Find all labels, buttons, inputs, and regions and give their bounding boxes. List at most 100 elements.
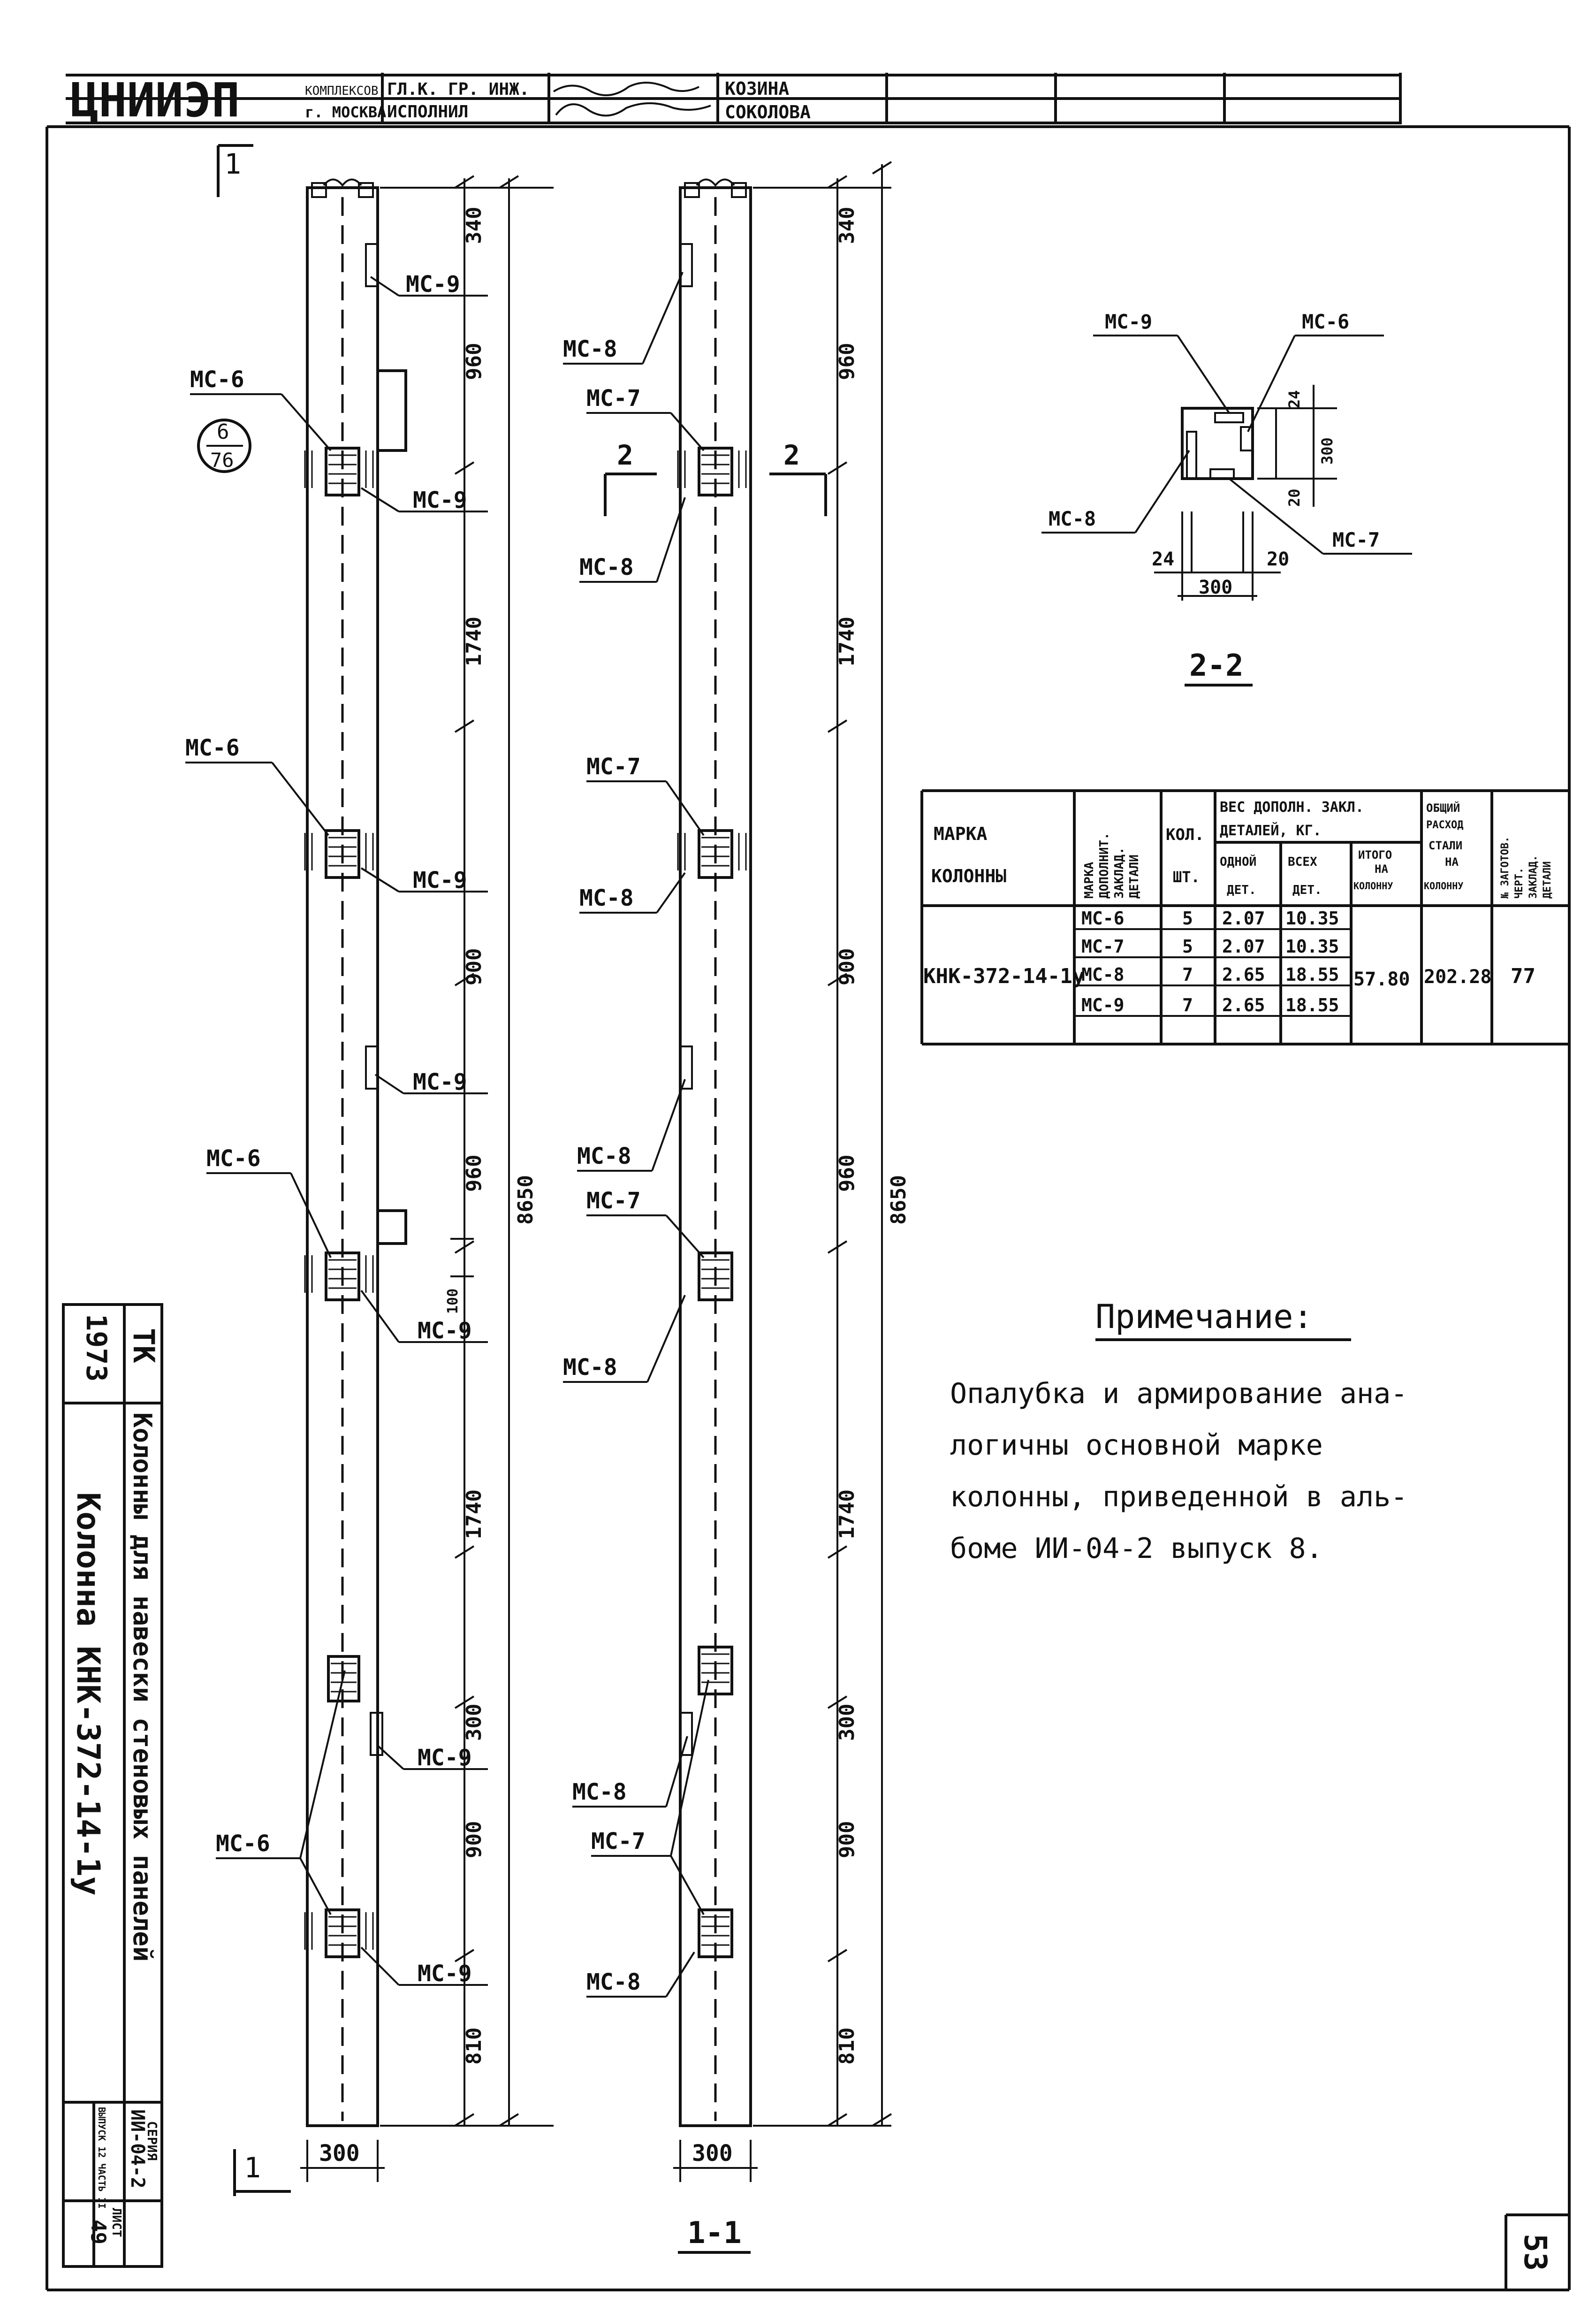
- dim-r-1740a: 1740: [835, 617, 859, 666]
- svg-text:КОЛОННУ: КОЛОННУ: [1353, 880, 1393, 892]
- left-labels: МС-9 МС-6 МС-9 МС-6 МС-9 МС-9 МС-6 МС-9 …: [185, 271, 488, 1987]
- label-r-7: МС-7: [586, 1188, 641, 1214]
- left-width-dim: 300: [319, 2140, 360, 2167]
- svg-text:ДЕТАЛИ: ДЕТАЛИ: [1127, 855, 1141, 899]
- svg-text:5: 5: [1182, 908, 1193, 929]
- svg-text:МС-6: МС-6: [1081, 908, 1125, 929]
- th-itogo: ИТОГО: [1358, 848, 1392, 862]
- svg-text:ЗАКЛАД.: ЗАКЛАД.: [1528, 855, 1539, 899]
- page-number: 53: [1517, 2234, 1553, 2271]
- section-marker-bottom: 1: [233, 2149, 291, 2196]
- svg-text:ДЕТАЛЕЙ, КГ.: ДЕТАЛЕЙ, КГ.: [1220, 822, 1322, 839]
- r-plate-3: [698, 1251, 733, 1301]
- label-r-4: МС-7: [586, 754, 641, 780]
- note-title: Примечание:: [1095, 1297, 1313, 1336]
- cell-drawing-no: 77: [1511, 964, 1535, 988]
- s22-ms6: МС-6: [1302, 310, 1349, 333]
- svg-text:2.65: 2.65: [1222, 995, 1265, 1015]
- note-line-1: Опалубка и армирование ана-: [950, 1377, 1407, 1410]
- dim-l-900a: 900: [462, 948, 486, 985]
- note-line-2: логичны основной марке: [950, 1429, 1323, 1462]
- stamp-vypusk: ВЫПУСК 12 ЧАСТЬ II: [96, 2107, 107, 2209]
- svg-text:ДЕТ.: ДЕТ.: [1292, 883, 1322, 897]
- stamp-list-label: ЛИСТ: [109, 2208, 123, 2237]
- side-stamp: 1973 ТК Колонны для навески стеновых пан…: [62, 1303, 163, 2268]
- section-cut-2-2: 2 2: [604, 439, 827, 516]
- org-name: ЦНИИЭП: [70, 73, 240, 128]
- svg-text:2.07: 2.07: [1222, 936, 1265, 957]
- svg-text:ДОПОЛНИТ.: ДОПОЛНИТ.: [1097, 832, 1111, 899]
- stamp-seria: ИИ-04-2: [127, 2109, 148, 2189]
- svg-text:76: 76: [210, 449, 234, 472]
- role-chief-engineer: ГЛ.К. ГР. ИНЖ.: [387, 80, 529, 99]
- dim-l-1740b: 1740: [462, 1489, 486, 1539]
- signature-2: [555, 102, 711, 117]
- dim-l-900b: 900: [462, 1821, 486, 1858]
- svg-text:МС-8: МС-8: [1081, 964, 1125, 985]
- dim-r-overall: 8650: [887, 1175, 911, 1225]
- label-l-11: МС-9: [418, 1961, 472, 1987]
- dim-l-960a: 960: [462, 343, 486, 380]
- s22-d300-v: 300: [1318, 437, 1336, 465]
- s22-d300-h: 300: [1199, 577, 1232, 598]
- r-plate-1: [677, 447, 747, 496]
- label-l-7: МС-6: [206, 1145, 261, 1172]
- svg-text:КОЛОННЫ: КОЛОННЫ: [931, 866, 1006, 886]
- dim-r-300: 300: [835, 1704, 859, 1741]
- left-column-elevation: 300: [300, 178, 407, 2182]
- name-sokolova: СОКОЛОВА: [725, 102, 811, 122]
- svg-text:КОЛОННУ: КОЛОННУ: [1424, 880, 1463, 892]
- dim-r-810: 810: [835, 2028, 859, 2065]
- th-marka: МАРКА: [934, 824, 988, 844]
- svg-text:2: 2: [783, 439, 800, 471]
- r-plate-5: [698, 1908, 733, 1958]
- dim-r-900a: 900: [835, 948, 859, 985]
- svg-text:1: 1: [224, 148, 241, 181]
- label-r-2: МС-7: [586, 385, 641, 412]
- svg-text:МС-9: МС-9: [1081, 995, 1125, 1015]
- dim-l-1740a: 1740: [462, 617, 486, 666]
- right-dimension-chain: 340 960 1740 900 960 1740 300 900 810 86…: [753, 161, 911, 2127]
- label-r-5: МС-8: [579, 885, 634, 911]
- label-r-8: МС-8: [563, 1354, 617, 1381]
- label-r-9: МС-8: [572, 1779, 627, 1805]
- s22-d24-left: 24: [1152, 549, 1174, 570]
- signature-1: [553, 82, 699, 96]
- label-r-6: МС-8: [577, 1143, 631, 1169]
- s22-ms7: МС-7: [1332, 528, 1380, 551]
- stamp-list: 49: [86, 2220, 110, 2244]
- right-labels: МС-8 МС-7 МС-8 МС-7 МС-8 МС-8 МС-7 МС-8 …: [563, 272, 709, 1998]
- right-column-section: 2 2 300 1-1: [604, 178, 827, 2254]
- svg-text:РАСХОД: РАСХОД: [1426, 819, 1463, 831]
- page-number-box: 53: [1505, 2213, 1569, 2290]
- th-sht: ШТ.: [1173, 868, 1200, 886]
- svg-text:ЗАКЛАД.: ЗАКЛАД.: [1112, 847, 1126, 899]
- svg-text:1: 1: [244, 2152, 261, 2184]
- label-l-6: МС-9: [413, 1069, 467, 1095]
- label-l-1: МС-9: [406, 271, 460, 298]
- embedded-plate-3: [304, 1251, 374, 1301]
- section-2-2: МС-9 МС-6 МС-8 МС-7 24 300 20 24 20 300: [1041, 310, 1412, 687]
- label-l-2: МС-6: [190, 366, 244, 393]
- th-marka-detali: МАРКА: [1082, 862, 1096, 899]
- r-plate-2: [677, 829, 747, 879]
- s22-d20-v: 20: [1285, 488, 1303, 507]
- dim-r-960b: 960: [835, 1155, 859, 1192]
- sheet-frame: [46, 125, 1571, 2291]
- embedded-plate-2: [304, 829, 374, 879]
- note-line-4: боме ИИ-04-2 выпуск 8.: [950, 1532, 1323, 1565]
- svg-text:2.07: 2.07: [1222, 908, 1265, 929]
- stamp-title-1: Колонны для навески стеновых панелей: [128, 1412, 157, 1961]
- label-r-10: МС-7: [591, 1828, 646, 1854]
- spec-table: МАРКА КОЛОННЫ МАРКА ДОПОЛНИТ. ЗАКЛАД. ДЕ…: [920, 789, 1569, 1045]
- cell-steel: 202.28: [1424, 966, 1492, 988]
- stamp-year: 1973: [80, 1314, 113, 1382]
- svg-text:2.65: 2.65: [1222, 964, 1265, 985]
- dim-l-810: 810: [462, 2028, 486, 2065]
- title-block-top: ЦНИИЭП КОМПЛЕКСОВ г. МОСКВА ГЛ.К. ГР. ИН…: [66, 73, 1402, 128]
- embedded-plate-5: [304, 1908, 374, 1958]
- th-vseh: ВСЕХ: [1288, 855, 1317, 869]
- detail-callout: 6 76: [197, 419, 251, 473]
- section-2-2-title: 2-2: [1189, 649, 1244, 683]
